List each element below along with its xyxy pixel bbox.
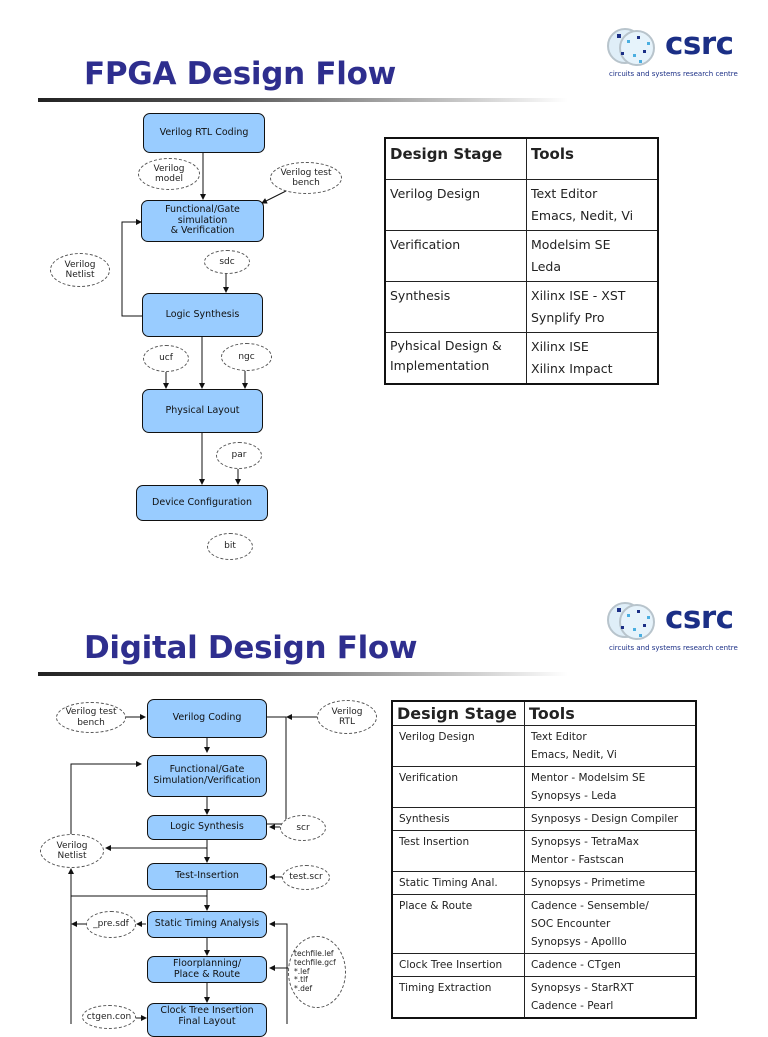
input-sdc: sdc [204,250,250,274]
output-bit: bit [207,533,253,560]
flow-step-functional-gate-simulation: Functional/Gate simulation & Verificatio… [141,200,264,242]
design-stage-tools-table: Design Stage Tools Verilog Design Text E… [384,137,659,385]
slide-title: Digital Design Flow [84,630,418,666]
header-design-stage: Design Stage [384,137,527,180]
header-tools: Tools [524,700,697,726]
input-verilog-test-bench: Verilog test bench [56,702,126,733]
csrc-logo: csrc circuits and systems research centr… [607,26,757,96]
stage-cell: Timing Extraction [391,976,525,1019]
flow-step-clock-tree-insertion: Clock Tree Insertion Final Layout [147,1003,267,1037]
input-verilog-test-bench: Verilog test bench [270,162,342,194]
input-verilog-netlist: Verilog Netlist [50,253,110,287]
table-row: Static Timing Anal. Synopsys - Primetime [391,871,697,895]
title-divider [38,98,568,102]
wafer-icon [607,28,655,66]
slide-fpga-design-flow: FPGA Design Flow csrc circuits and syste… [0,0,768,560]
input-par: par [216,442,262,469]
tools-cell: Cadence - CTgen [524,953,697,977]
header-design-stage: Design Stage [391,700,525,726]
input-ctgen-con: ctgen.con [82,1005,136,1029]
flow-step-verilog-coding: Verilog Coding [147,699,267,738]
logo-wordmark: csrc [665,600,734,636]
flow-step-physical-layout: Physical Layout [142,389,263,433]
logo-tagline: circuits and systems research centre [609,644,738,652]
flow-step-test-insertion: Test-Insertion [147,863,267,890]
flow-connectors [121,152,287,485]
table-header-row: Design Stage Tools [384,137,659,180]
stage-cell: Clock Tree Insertion [391,953,525,977]
logo-wordmark: csrc [665,26,734,62]
flow-step-floorplanning-place-route: Floorplanning/ Place & Route [147,956,267,983]
stage-cell: Pyhsical Design &Implementation [384,332,527,385]
flow-step-logic-synthesis: Logic Synthesis [142,293,263,337]
header-tools: Tools [526,137,659,180]
table-row: Clock Tree Insertion Cadence - CTgen [391,953,697,977]
tools-cell: Synposys - Design Compiler [524,807,697,831]
flow-step-logic-synthesis: Logic Synthesis [147,815,267,840]
stage-cell: Place & Route [391,894,525,954]
table-row: Synthesis Synposys - Design Compiler [391,807,697,831]
flow-step-static-timing-analysis: Static Timing Analysis [147,911,267,938]
stage-cell: Verilog Design [391,725,525,767]
stage-cell: Verification [384,230,527,282]
table-row: Place & Route Cadence - Sensemble/SOC En… [391,894,697,954]
input-verilog-netlist: Verilog Netlist [40,834,104,868]
input-verilog-rtl: Verilog RTL [317,700,377,734]
stage-cell: Verification [391,766,525,808]
table-header-row: Design Stage Tools [391,700,697,726]
title-divider [38,672,568,676]
input-verilog-model: Verilog model [138,158,200,190]
flow-step-verilog-rtl-coding: Verilog RTL Coding [143,113,265,153]
input-ngc: ngc [221,343,272,371]
input-test-scr: test.scr [282,865,330,890]
stage-cell: Static Timing Anal. [391,871,525,895]
design-stage-tools-table: Design Stage Tools Verilog Design Text E… [391,700,697,1019]
input-techfiles: techfile.lef techfile.gcf *.lef *.tlf *.… [288,936,346,1008]
flow-step-device-configuration: Device Configuration [136,485,268,521]
tools-cell: Synopsys - Primetime [524,871,697,895]
slide-title: FPGA Design Flow [84,56,396,92]
input-ucf: ucf [143,345,189,372]
stage-cell: Synthesis [384,281,527,333]
output-pre-sdf: _pre.sdf [86,911,136,938]
logo-tagline: circuits and systems research centre [609,70,738,78]
slide-digital-design-flow: Digital Design Flow csrc circuits and sy… [0,512,768,1037]
table-row: Pyhsical Design &Implementation Xilinx I… [384,332,659,385]
csrc-logo: csrc circuits and systems research centr… [607,600,757,670]
stage-cell: Synthesis [391,807,525,831]
stage-cell: Verilog Design [384,179,527,231]
wafer-icon [607,602,655,640]
stage-cell: Test Insertion [391,830,525,872]
flow-step-functional-gate-simulation: Functional/Gate Simulation/Verification [147,755,267,797]
input-scr: scr [280,815,326,841]
